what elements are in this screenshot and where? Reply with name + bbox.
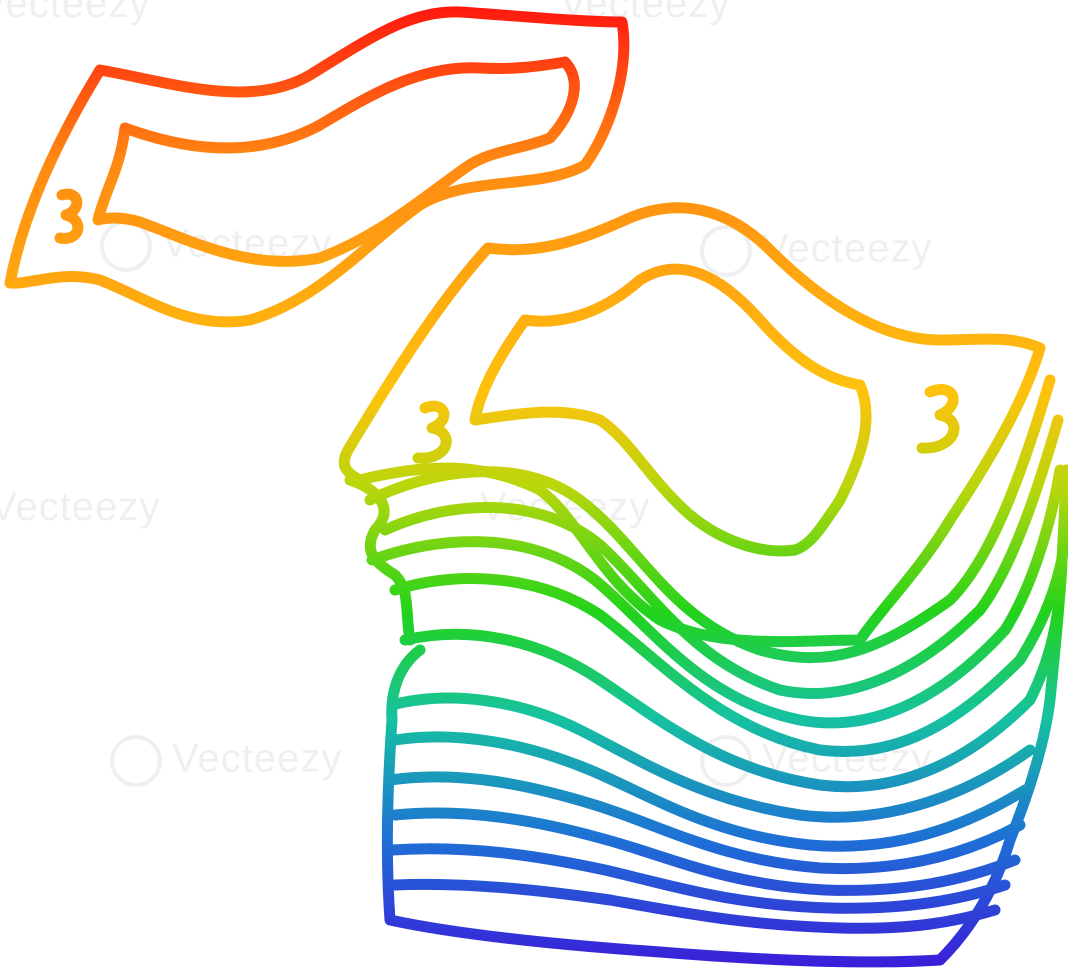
bill-layer [386,843,1011,914]
bill-layer [379,414,1064,699]
stack-outline [381,464,1068,968]
bill-layer [386,692,1036,823]
bill-layer [389,807,1021,896]
bill-layer [366,464,1066,729]
dollar-icon [54,188,84,244]
stack-left-edge [344,474,416,646]
dollar-icon [412,400,452,464]
bill-layer [399,554,1068,793]
bill-layer [389,534,1068,757]
top-bill-inner [469,263,872,557]
flying-bill-inner [92,56,580,267]
bill-layer [364,374,1056,664]
bill-layer [389,878,1001,934]
bill-layer [389,731,1031,852]
bill-layer [384,771,1026,875]
dollar-icon [916,384,960,454]
flying-bill-outline [4,6,630,328]
